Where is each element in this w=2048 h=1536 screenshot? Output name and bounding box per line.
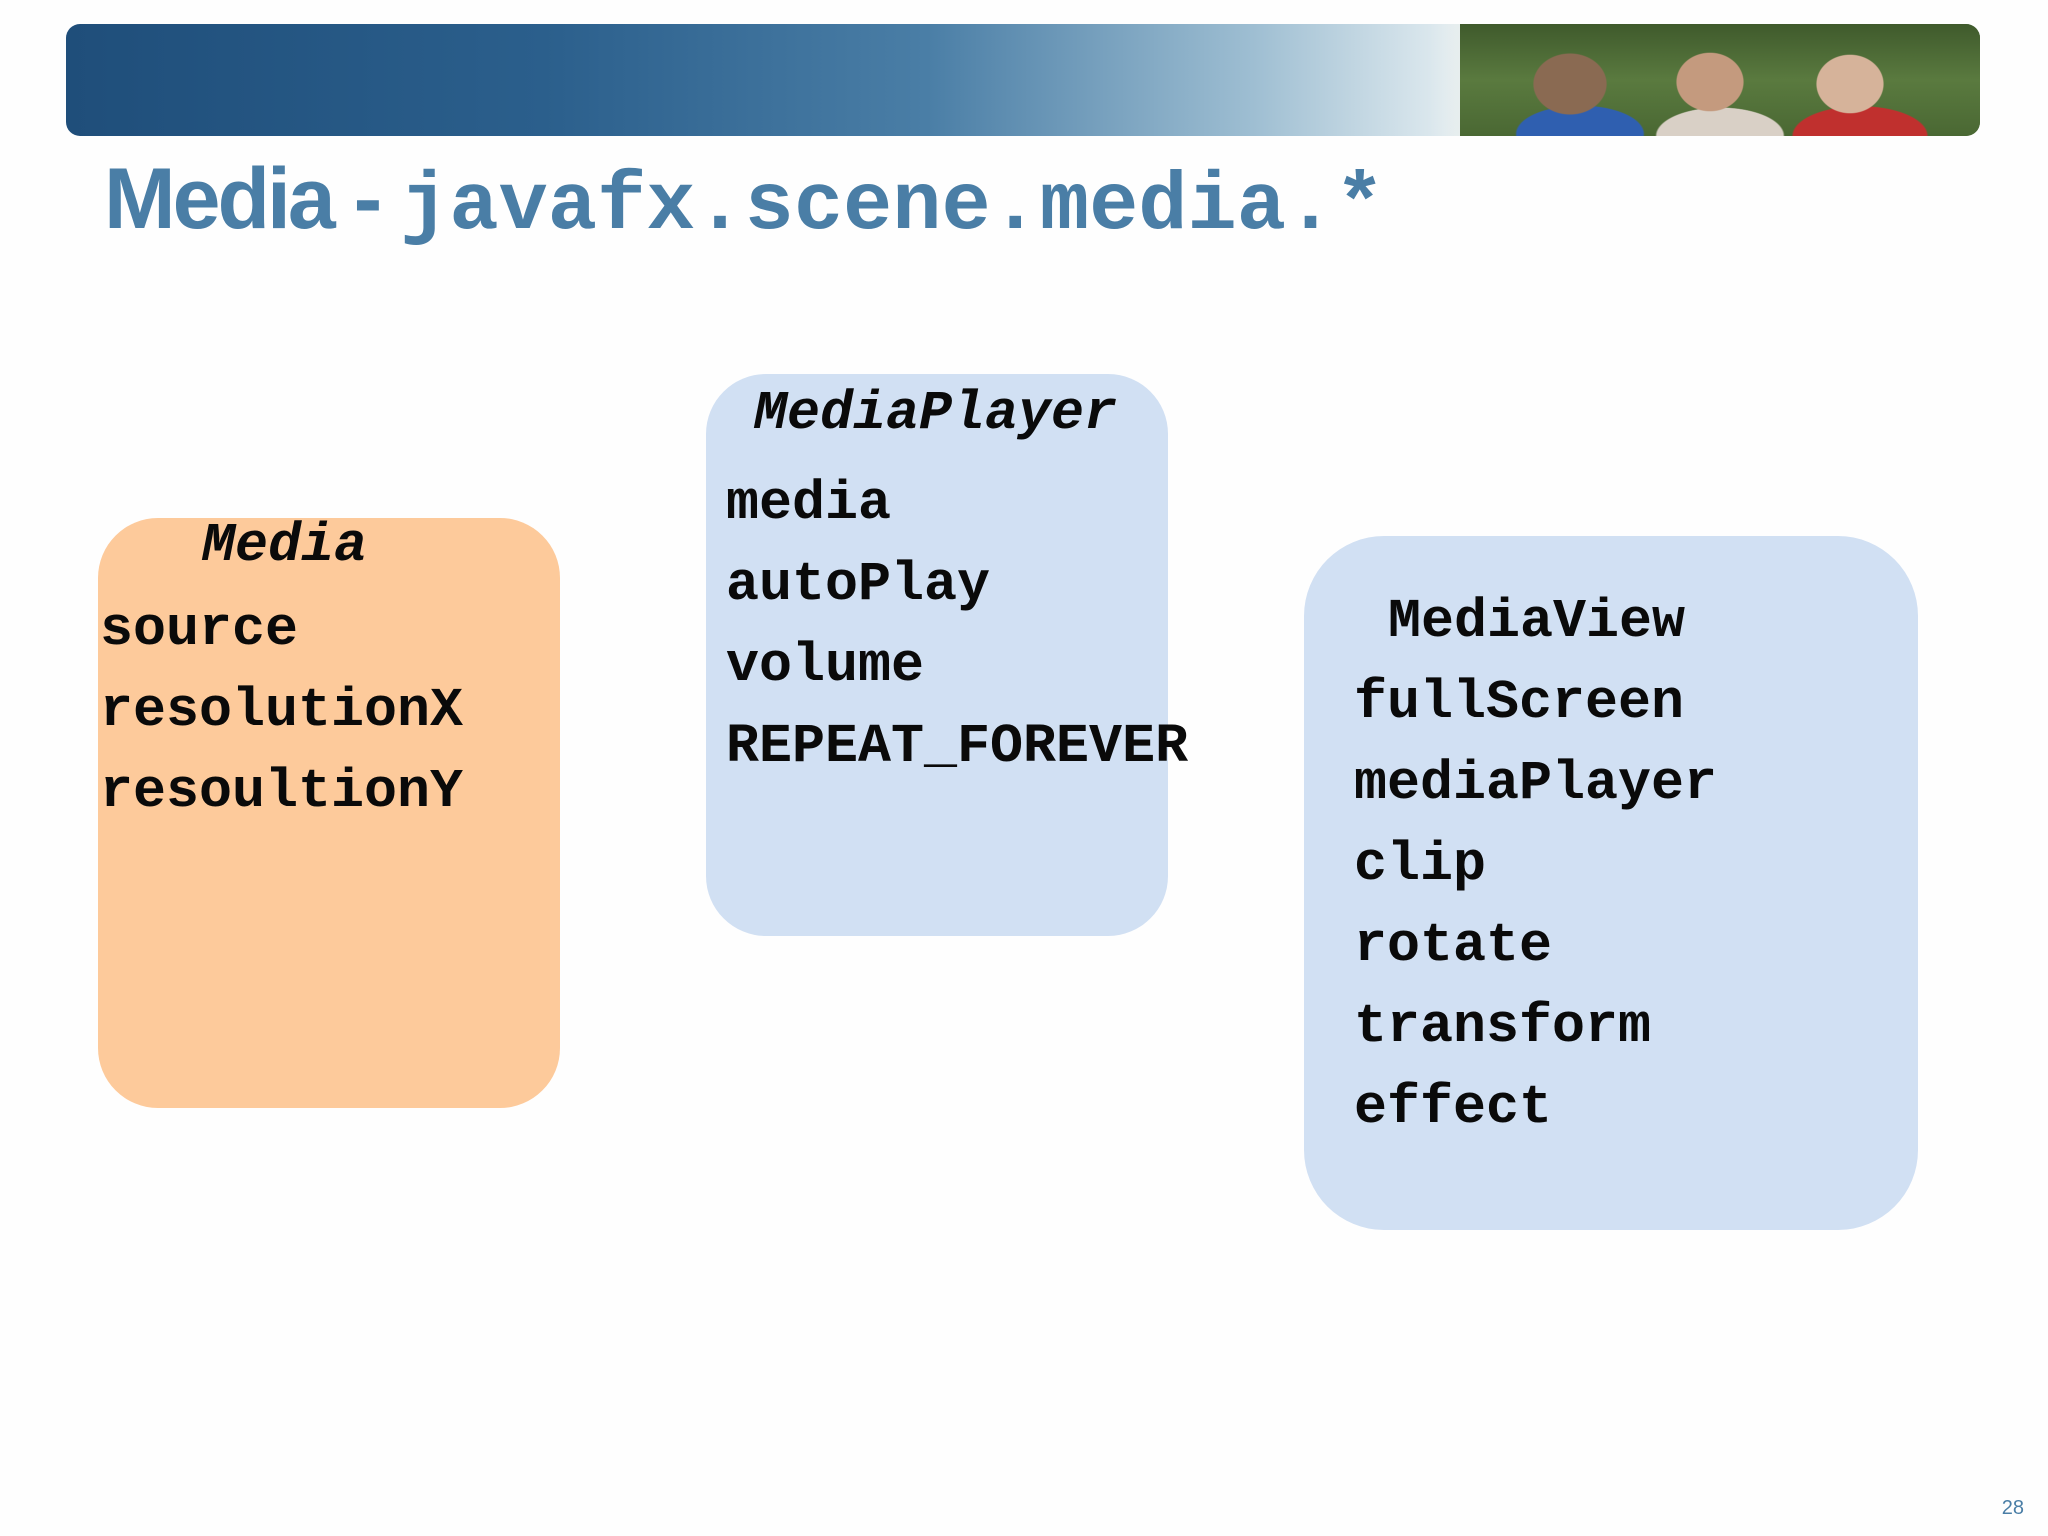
title-prefix: Media - xyxy=(104,151,401,247)
media-item-source: source xyxy=(100,598,299,661)
mediaplayer-item-volume: volume xyxy=(726,634,925,697)
media-class-box xyxy=(98,518,560,1108)
mediaplayer-item-repeat-forever: REPEAT_FOREVER xyxy=(726,715,1189,778)
media-item-resolutionx: resolutionX xyxy=(100,679,464,742)
title-package: javafx.scene.media.* xyxy=(400,160,1385,253)
mediaview-box-heading: MediaView xyxy=(1388,590,1686,653)
header-banner xyxy=(66,24,1980,136)
mediaview-class-box xyxy=(1304,536,1918,1230)
media-box-heading: Media xyxy=(202,514,368,577)
slide-title: Media - javafx.scene.media.* xyxy=(104,150,1384,260)
banner-photo xyxy=(1460,24,1980,136)
mediaplayer-item-media: media xyxy=(726,472,892,535)
page-number: 28 xyxy=(2001,1497,2024,1519)
mediaview-item-fullscreen: fullScreen xyxy=(1354,671,1685,734)
mediaview-item-transform: transform xyxy=(1354,995,1652,1058)
mediaview-item-effect: effect xyxy=(1354,1076,1553,1139)
media-item-resolutiony: resoultionY xyxy=(100,760,464,823)
mediaview-item-rotate: rotate xyxy=(1354,914,1553,977)
mediaplayer-item-autoplay: autoPlay xyxy=(726,553,991,616)
mediaplayer-box-heading: MediaPlayer xyxy=(754,382,1118,445)
mediaview-item-clip: clip xyxy=(1354,833,1487,896)
mediaplayer-class-box xyxy=(706,374,1168,936)
mediaview-item-mediaplayer: mediaPlayer xyxy=(1354,752,1718,815)
